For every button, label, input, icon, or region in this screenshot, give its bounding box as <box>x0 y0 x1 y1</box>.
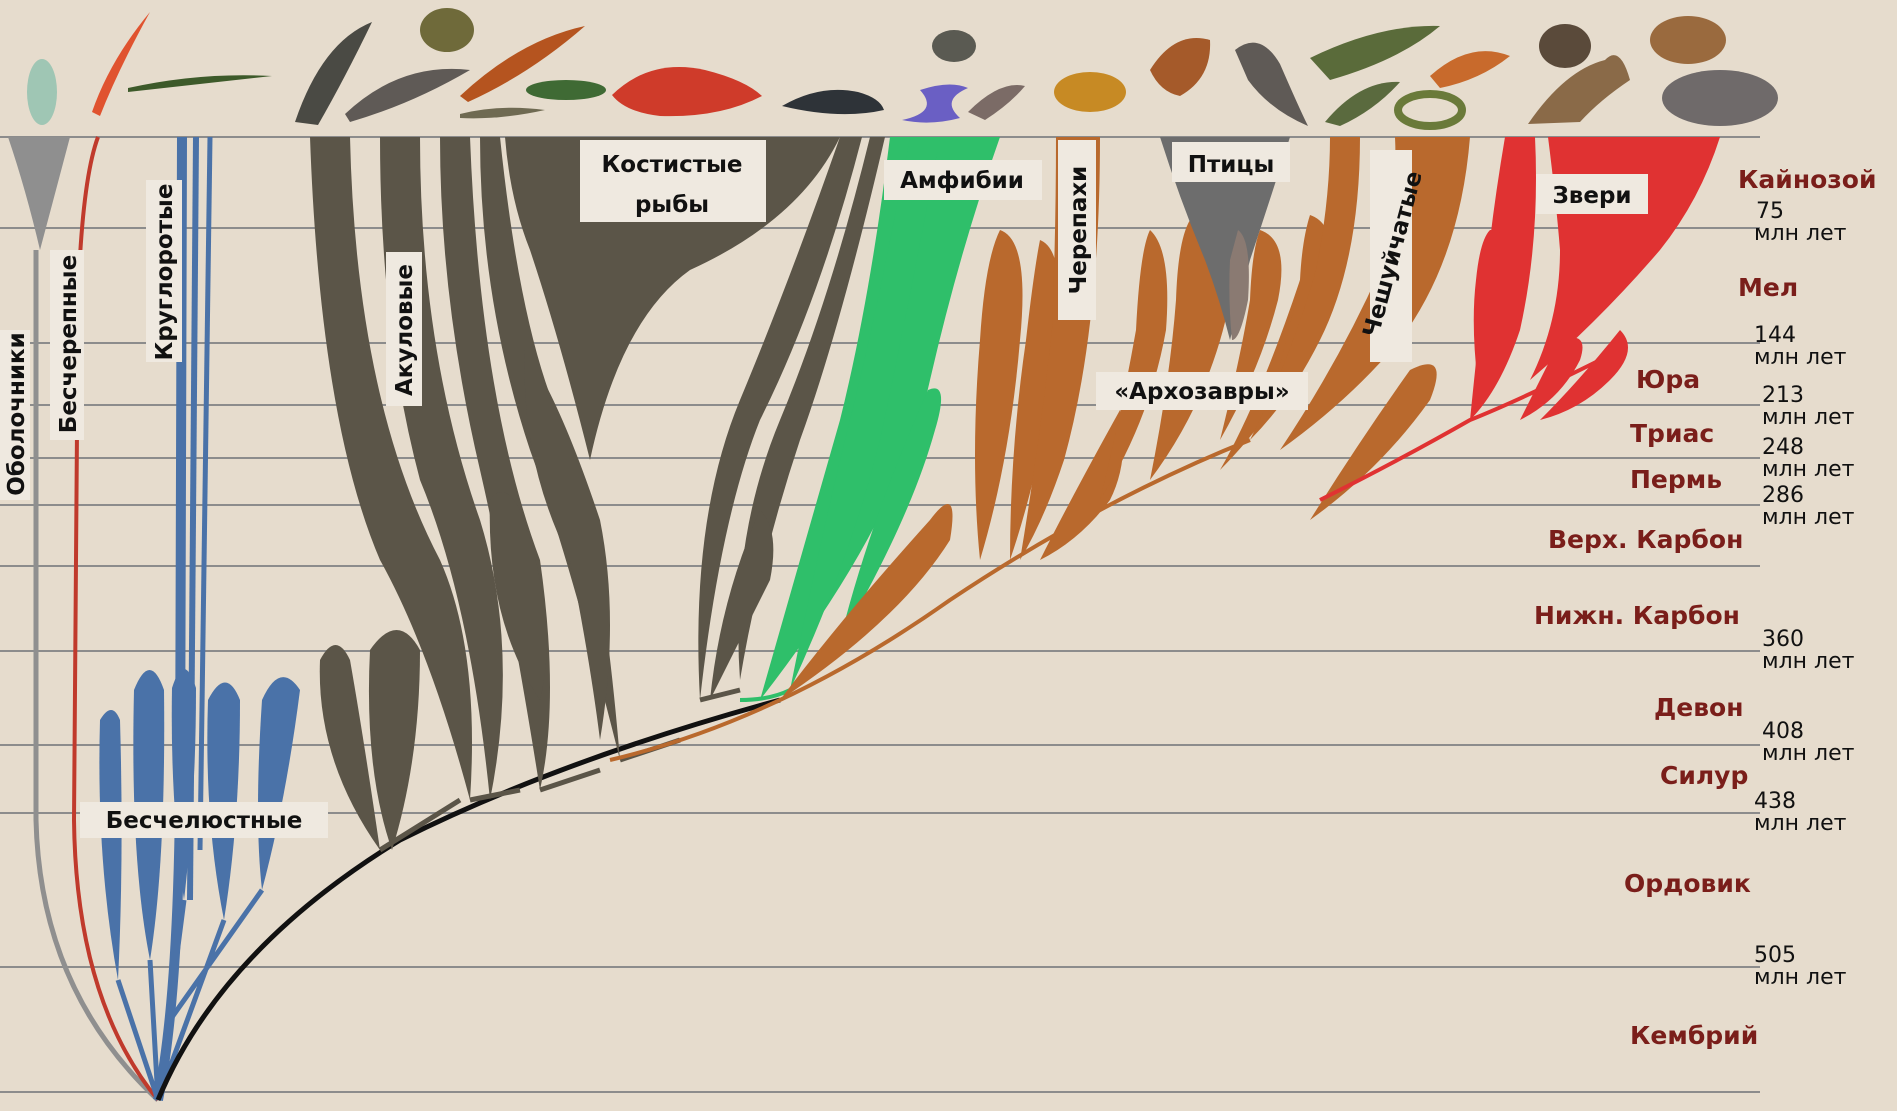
cyclostomes-label: Круглоротые <box>152 184 178 361</box>
bony-fish-label-line1: Костистые <box>601 152 742 178</box>
snake-icon <box>1398 94 1462 126</box>
hedgehog-icon <box>1539 24 1591 68</box>
birds-label: Птицы <box>1188 152 1275 178</box>
amphibians-label: Амфибии <box>900 168 1024 194</box>
period-name: Мел <box>1738 273 1798 302</box>
hamster-icon <box>1650 16 1726 64</box>
pike-icon <box>460 108 545 119</box>
rockfish-icon <box>612 67 762 116</box>
fishes-branch <box>310 137 885 850</box>
time-unit: млн лет <box>1762 649 1855 674</box>
agnatha-clade <box>258 677 300 890</box>
falcon-icon <box>1235 43 1308 126</box>
caecilian-icon <box>902 84 968 122</box>
time-unit: млн лет <box>1762 405 1855 430</box>
lizard-icon <box>1325 82 1400 126</box>
time-unit: млн лет <box>1754 965 1847 990</box>
period-name: Ордовик <box>1624 869 1751 898</box>
period-name: Девон <box>1654 693 1744 722</box>
kangaroo-icon <box>1528 55 1630 124</box>
tunicates-label: Оболочники <box>4 332 30 496</box>
ray-icon <box>420 8 474 52</box>
turtles-label: Черепахи <box>1066 166 1092 295</box>
period-name: Триас <box>1630 419 1714 448</box>
time-marks: 75 млн лет 144 млн лет 213 млн лет 248 м… <box>1754 199 1855 990</box>
period-name: Пермь <box>1630 465 1722 494</box>
period-name: Кайнозой <box>1738 165 1877 194</box>
agnatha-branch <box>99 137 300 1100</box>
time-unit: млн лет <box>1754 221 1847 246</box>
period-name: Силур <box>1660 761 1748 790</box>
newt-icon <box>968 85 1025 120</box>
period-name: Верх. Карбон <box>1548 525 1743 554</box>
catfish-icon <box>345 69 470 122</box>
archosaurs-label: «Архозавры» <box>1114 379 1289 405</box>
agnatha-clade <box>99 710 121 980</box>
time-unit: млн лет <box>1762 457 1855 482</box>
bony-fish-label-line2: рыбы <box>635 192 709 218</box>
finch-icon <box>1150 38 1210 96</box>
period-name: Юра <box>1636 365 1700 394</box>
mammals-label: Звери <box>1552 183 1631 209</box>
time-unit: млн лет <box>1762 741 1855 766</box>
lancelet-icon <box>92 12 150 116</box>
pike-icon-2 <box>526 80 606 100</box>
animal-icons <box>27 8 1778 126</box>
lizard-icon-2 <box>1430 51 1510 88</box>
time-unit: млн лет <box>1754 811 1847 836</box>
time-unit: млн лет <box>1754 345 1847 370</box>
tunicates-clade-shape <box>8 137 70 250</box>
frog-icon <box>932 30 976 62</box>
period-name: Кембрий <box>1630 1021 1758 1050</box>
agnatha-label: Бесчелюстные <box>106 808 303 834</box>
tortoise-icon <box>1054 72 1126 112</box>
period-name: Нижн. Карбон <box>1534 601 1740 630</box>
sharks-label: Акуловые <box>392 264 418 396</box>
lamprey-icon <box>128 75 272 92</box>
agnatha-stalks <box>118 890 262 1100</box>
acrania-label: Бесчерепные <box>56 255 82 433</box>
time-unit: млн лет <box>1762 505 1855 530</box>
shark-clade <box>369 630 420 850</box>
sea-squirt-icon <box>27 59 57 125</box>
agnatha-clade <box>207 683 240 921</box>
coelacanth-icon <box>782 90 884 114</box>
crocodile-icon <box>1310 26 1440 80</box>
hippopotamus-icon <box>1662 70 1778 126</box>
